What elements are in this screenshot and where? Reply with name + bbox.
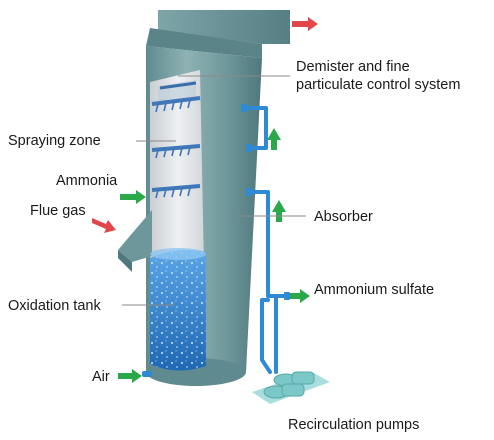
exhaust-duct [146, 10, 290, 58]
label-spraying-zone: Spraying zone [8, 133, 101, 149]
up-arrow-icon [267, 128, 281, 150]
recirculation-piping [242, 106, 288, 374]
up-arrow-icon [272, 200, 286, 222]
ammonia-arrow-icon [120, 190, 146, 204]
exhaust-arrow-icon [292, 17, 318, 31]
spray-header-1 [151, 96, 201, 113]
spray-header-2 [151, 144, 201, 159]
air-arrow-icon [118, 369, 142, 383]
label-recirculation-pumps: Recirculation pumps [288, 417, 420, 433]
recirculation-pumps [252, 371, 330, 404]
demister [158, 80, 197, 102]
label-oxidation-tank: Oxidation tank [8, 298, 101, 314]
oxidation-tank-liquid [150, 248, 206, 371]
label-demister: Demister and fine particulate control sy… [296, 58, 460, 94]
label-absorber: Absorber [314, 209, 373, 225]
leader-lines [122, 75, 306, 306]
air-inlet-pipe [142, 371, 152, 377]
label-flue-gas: Flue gas [30, 203, 86, 219]
label-demister-line2: particulate control system [296, 77, 461, 93]
label-ammonium-sulfate: Ammonium sulfate [314, 282, 435, 298]
pipe-flanges [241, 104, 290, 300]
flue-gas-inlet [118, 210, 152, 272]
ammonium-sulfate-arrow-icon [290, 289, 310, 303]
label-ammonia: Ammonia [56, 173, 118, 189]
label-air: Air [92, 369, 110, 385]
spray-header-3 [151, 184, 201, 199]
label-demister-line1: Demister and fine [296, 59, 410, 75]
flue-gas-arrow-icon [92, 218, 116, 233]
